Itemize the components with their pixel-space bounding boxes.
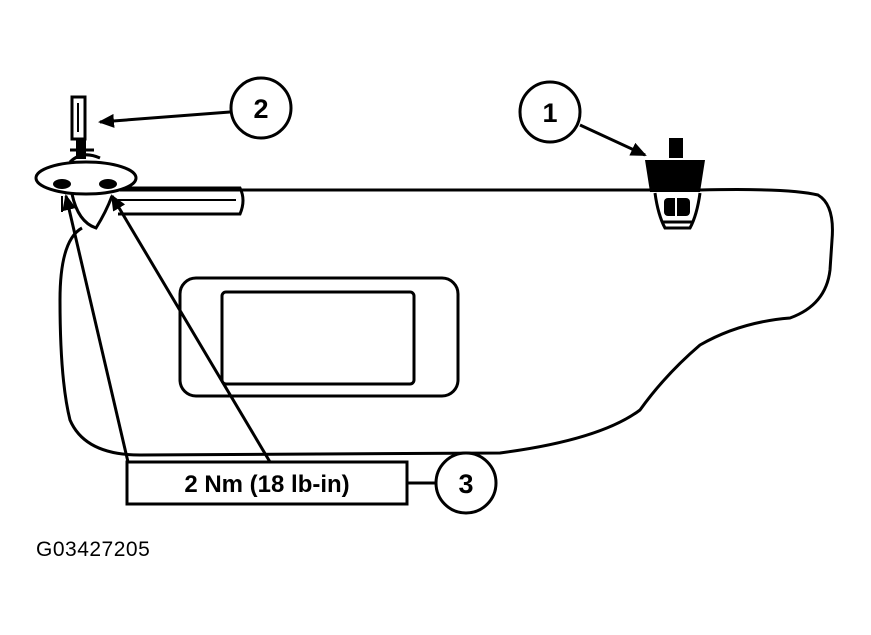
callout-number-2: 2: [253, 94, 268, 124]
callout-leader-2: [98, 110, 231, 128]
callout-circle-1: [518, 80, 582, 144]
visor-outline: [58, 188, 834, 457]
torque-leader-left: [62, 194, 130, 463]
callout-number-1: 1: [542, 98, 557, 128]
figure-id: G03427205: [36, 538, 151, 561]
callout-circle-3: [434, 451, 498, 515]
torque-label: 2 Nm (18 lb-in): [184, 471, 349, 498]
callout-circle-2: [229, 76, 293, 140]
visor-clip-icon: [645, 138, 705, 230]
mirror-glass: [220, 290, 416, 386]
callout-number-3: 3: [458, 469, 473, 499]
visor-rod: [112, 186, 245, 216]
torque-leader-right: [110, 194, 272, 463]
callout-leader-1: [579, 123, 647, 157]
screw-icon: [70, 95, 94, 159]
mirror-frame: [178, 276, 460, 398]
